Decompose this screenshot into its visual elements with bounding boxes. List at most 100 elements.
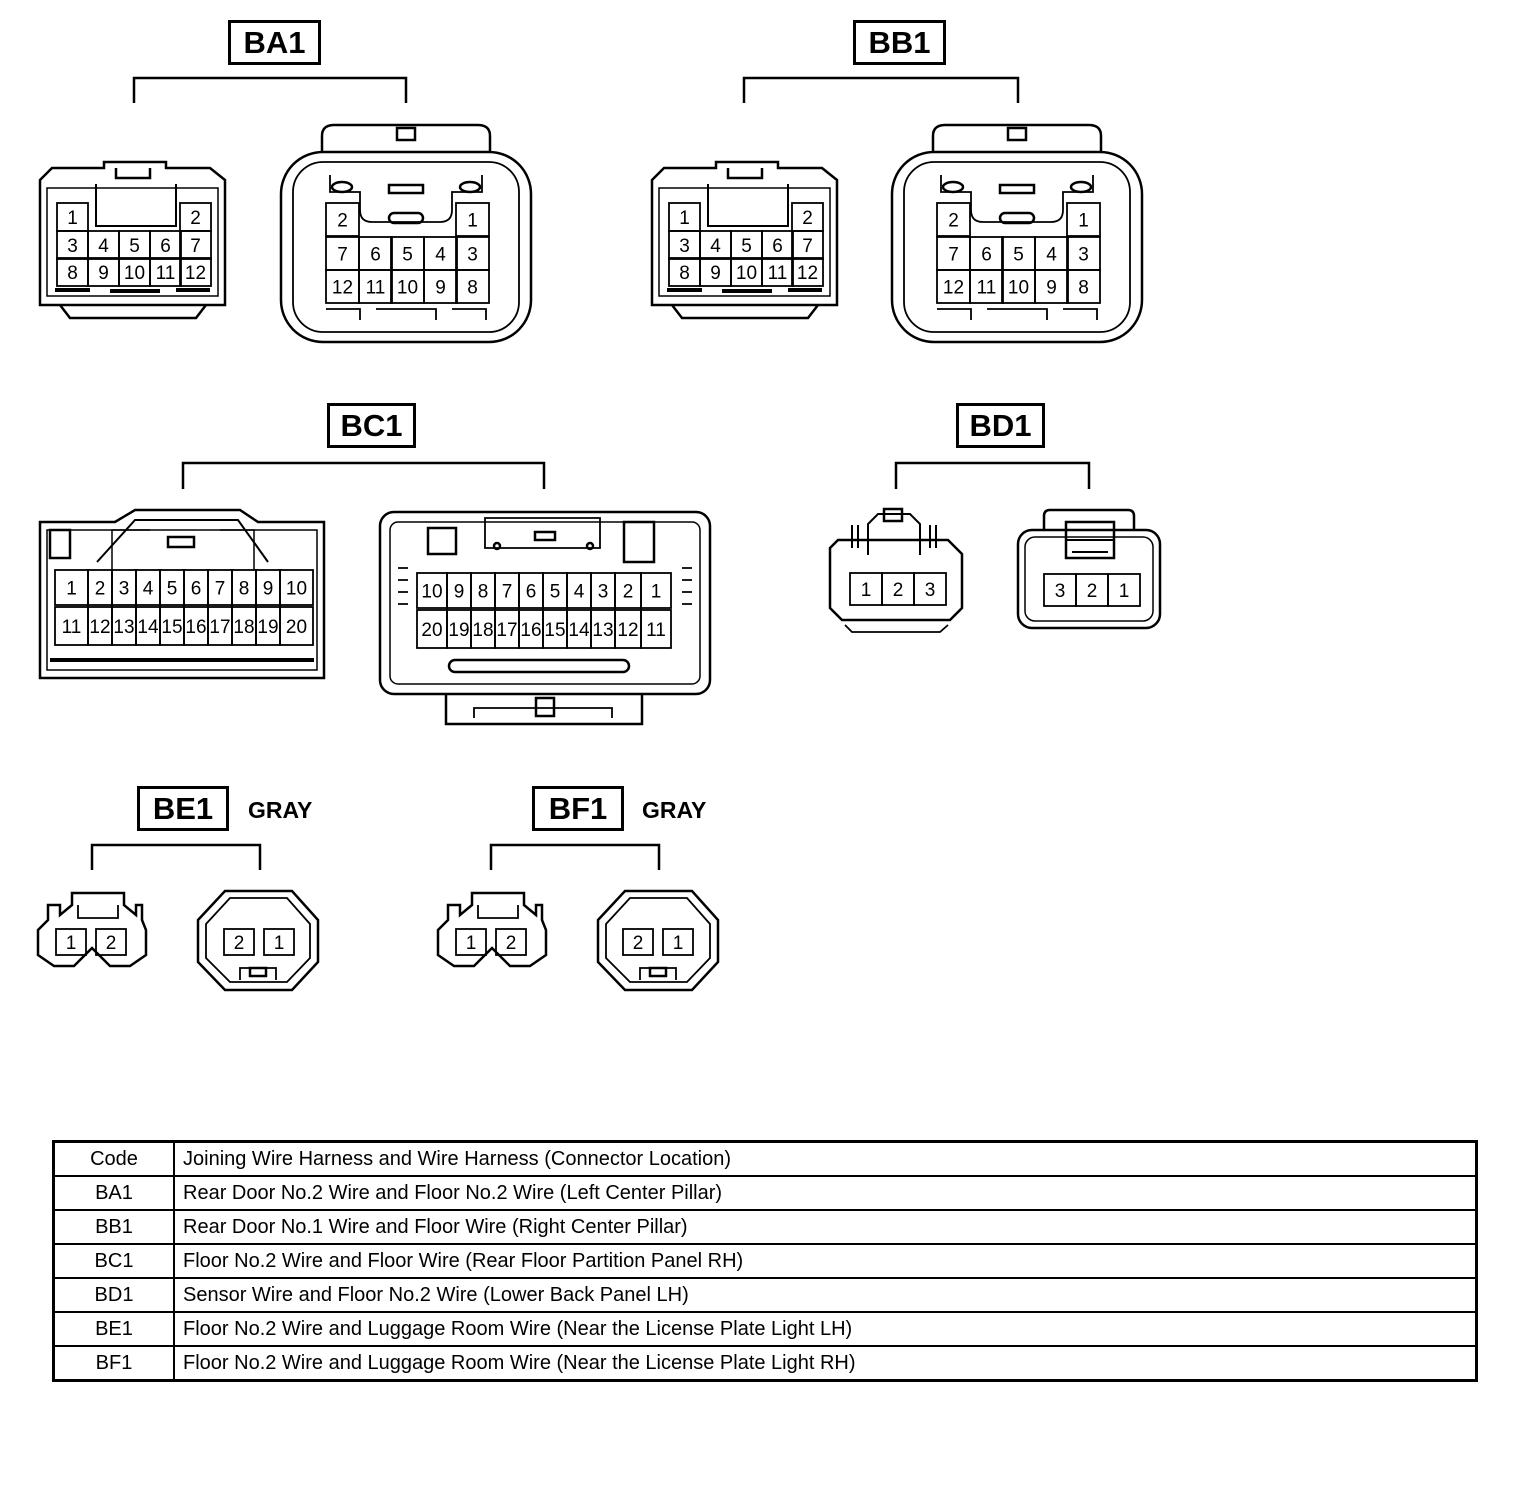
pin-cell — [279, 606, 314, 646]
pin-cell — [913, 572, 947, 606]
pin-label: 8 — [679, 263, 690, 284]
pin-label: 2 — [633, 933, 644, 954]
pin-cell — [495, 928, 527, 956]
pin-label: 12 — [797, 263, 818, 284]
pin-label: 5 — [550, 582, 561, 603]
code-cell: BF1 — [52, 1345, 175, 1382]
code-cell: BA1 — [52, 1175, 175, 1211]
pin-label: 13 — [113, 617, 134, 638]
pin-label: 3 — [467, 245, 478, 266]
code-cell: BD1 — [52, 1277, 175, 1313]
pin-label: 18 — [233, 617, 254, 638]
pin-label: 2 — [802, 208, 813, 229]
connector-bf1-female — [436, 891, 548, 968]
pin-cell — [969, 269, 1004, 304]
pin-label: 1 — [673, 933, 684, 954]
pin-label: 1 — [467, 211, 478, 232]
pin-cell — [761, 257, 794, 287]
pin-label: 3 — [679, 236, 690, 257]
pin-label: 20 — [421, 620, 442, 641]
pin-label: 5 — [741, 236, 752, 257]
pin-label: 1 — [66, 579, 77, 600]
connector-bf1-male — [596, 889, 720, 992]
pin-cell — [791, 230, 824, 260]
bracket-bf1 — [489, 843, 661, 870]
connector-bc1-female — [38, 508, 326, 680]
pin-label: 2 — [948, 211, 959, 232]
pin-label: 11 — [646, 620, 666, 641]
connector-code-bb1: BB1 — [853, 20, 946, 65]
pin-label: 9 — [454, 582, 465, 603]
pin-cell — [149, 257, 182, 287]
pin-label: 7 — [802, 236, 813, 257]
pin-label: 1 — [861, 580, 872, 601]
location-cell: Floor No.2 Wire and Luggage Room Wire (N… — [173, 1311, 1478, 1347]
pin-cell — [149, 230, 182, 260]
pin-label: 11 — [156, 263, 176, 284]
connector-code-ba1: BA1 — [228, 20, 321, 65]
pin-label: 3 — [598, 582, 609, 603]
pin-cell — [662, 928, 694, 956]
pin-label: 2 — [234, 933, 245, 954]
pin-cell — [179, 257, 212, 287]
pin-label: 2 — [506, 933, 517, 954]
pin-cell — [640, 609, 672, 649]
pin-label: 2 — [337, 211, 348, 232]
pin-label: 7 — [502, 582, 513, 603]
pin-label: 2 — [106, 933, 117, 954]
pin-label: 14 — [137, 617, 159, 638]
pin-label: 6 — [160, 236, 171, 257]
connector-code-bf1: BF1 — [532, 786, 624, 831]
bracket-bc1 — [181, 461, 546, 489]
pin-cell — [95, 928, 127, 956]
pin-label: 1 — [1119, 581, 1130, 602]
pin-cell — [455, 269, 490, 304]
code-cell: BC1 — [52, 1243, 175, 1279]
pin-cell — [279, 569, 314, 606]
pin-label: 8 — [1078, 278, 1089, 299]
pin-cell — [622, 928, 654, 956]
pin-cell — [1066, 202, 1101, 237]
connector-code-bc1: BC1 — [327, 403, 416, 448]
pin-label: 16 — [185, 617, 206, 638]
pin-label: 2 — [190, 208, 201, 229]
pin-label: 12 — [89, 617, 110, 638]
connector-color-bf1: GRAY — [642, 797, 707, 823]
code-cell: Code — [52, 1140, 175, 1177]
pin-label: 20 — [286, 617, 307, 638]
connector-color-be1: GRAY — [248, 797, 313, 823]
pin-label: 1 — [651, 582, 662, 603]
pin-label: 6 — [981, 245, 992, 266]
pin-label: 3 — [925, 580, 936, 601]
pin-label: 9 — [1046, 278, 1057, 299]
pin-label: 3 — [1078, 245, 1089, 266]
pin-label: 17 — [496, 620, 517, 641]
pin-cell — [640, 572, 672, 609]
pin-label: 1 — [66, 933, 77, 954]
pin-label: 12 — [332, 278, 353, 299]
pin-label: 2 — [95, 579, 106, 600]
pin-cell — [223, 928, 255, 956]
pin-label: 1 — [679, 208, 690, 229]
connector-bd1-male — [1016, 508, 1162, 630]
pin-cell — [936, 202, 971, 237]
pin-cell — [179, 230, 212, 260]
pin-label: 5 — [402, 245, 413, 266]
pin-label: 7 — [337, 245, 348, 266]
connector-be1-male — [196, 889, 320, 992]
pin-label: 12 — [185, 263, 206, 284]
pin-label: 4 — [1046, 245, 1057, 266]
connector-code-be1: BE1 — [137, 786, 229, 831]
